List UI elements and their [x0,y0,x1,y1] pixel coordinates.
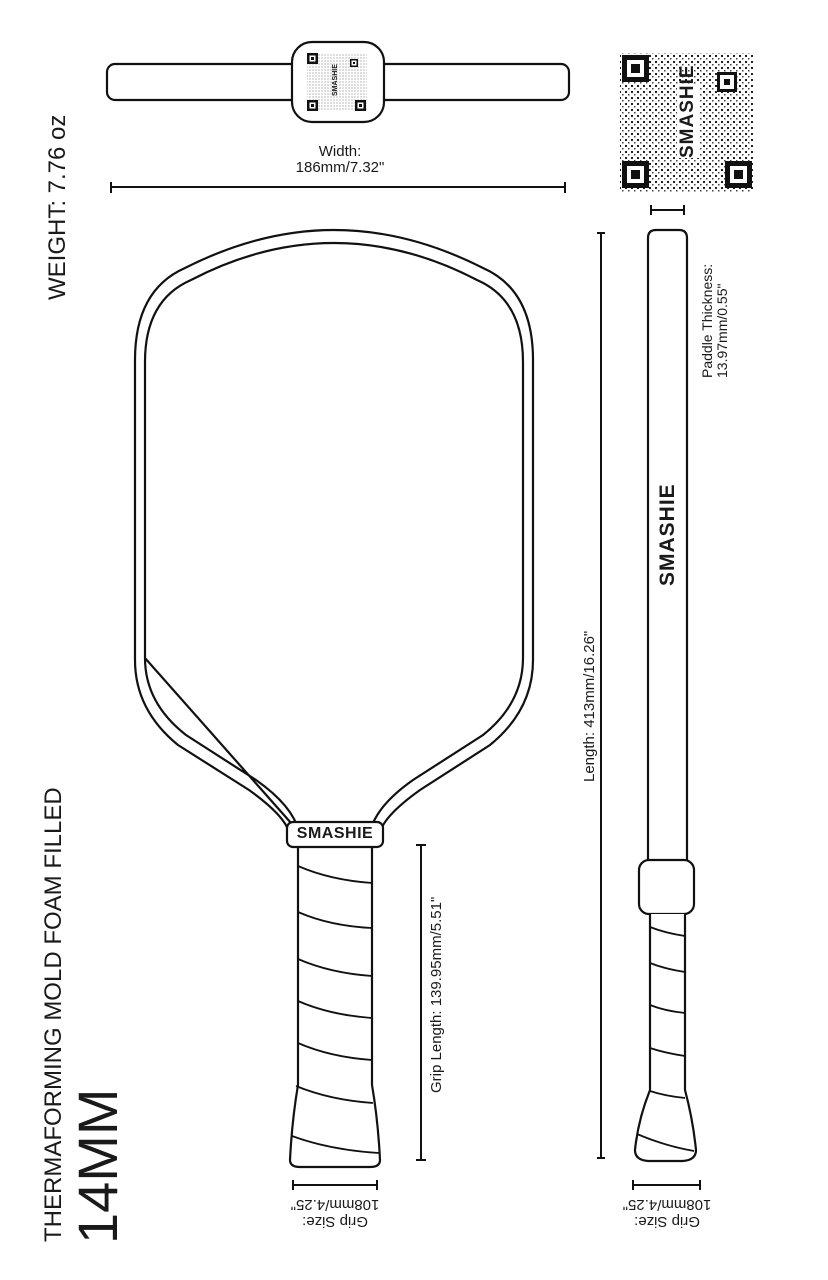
grip-size-side-value: 108mm/4.25" [622,1196,712,1213]
grip-collar [285,820,385,849]
side-view-paddle [633,228,698,1163]
weight-label: WEIGHT: 7.76 oz [44,114,71,300]
length-dimension-label: Length: 413mm/16.26" [581,630,598,782]
grip-length-dimension-line [416,844,426,1161]
construction-label: THERMAFORMING MOLD FOAM FILLED [40,787,67,1242]
top-view [105,40,571,124]
grip-size-side-title: Grip Size: [634,1213,700,1230]
paddle-face-outer-edge [133,228,535,834]
side-view-collar [637,858,696,916]
grip-handle [288,844,382,1169]
thickness-label-value: 13.97mm/0.55" [714,283,730,378]
thickness-class-label: 14MM [66,1088,129,1244]
grip-size-front-value: 108mm/4.25" [290,1196,380,1213]
front-view-paddle [133,228,535,1169]
width-dimension-label: Width: 186mm/7.32" [270,144,410,176]
grip-size-front-label: Grip Size: 108mm/4.25" [265,1196,405,1230]
width-label-value: 186mm/7.32" [295,159,385,176]
width-label-title: Width: [318,143,362,160]
grip-length-dimension-label: Grip Length: 139.95mm/5.51" [428,896,445,1093]
thickness-dimension-line [650,205,685,215]
width-dimension-line [110,182,566,193]
side-view-grip [633,914,698,1163]
grip-size-side-dimension-line [632,1180,701,1190]
thickness-dimension-label: Paddle Thickness: 13.97mm/0.55" [699,263,730,378]
side-view-body [646,228,689,862]
side-view-brand-logo: SMASHIE [656,483,679,586]
grip-wrap-lines [291,865,380,1154]
qr-code [620,53,754,193]
thickness-label-title: Paddle Thickness: [699,263,715,378]
grip-size-front-dimension-line [292,1180,378,1190]
grip-size-side-label: Grip Size: 108mm/4.25" [597,1196,737,1230]
paddle-face-inner-edge [143,241,525,833]
side-view-grip-wrap-lines [636,926,695,1152]
top-view-qr-icon [307,53,367,111]
length-dimension-line [597,232,605,1159]
qr-brand-logo: SMASHIE [677,64,698,158]
top-view-brand-logo: SMASHIE [332,64,339,96]
collar-brand-logo: SMASHIE [296,825,374,842]
grip-size-front-title: Grip Size: [302,1213,368,1230]
